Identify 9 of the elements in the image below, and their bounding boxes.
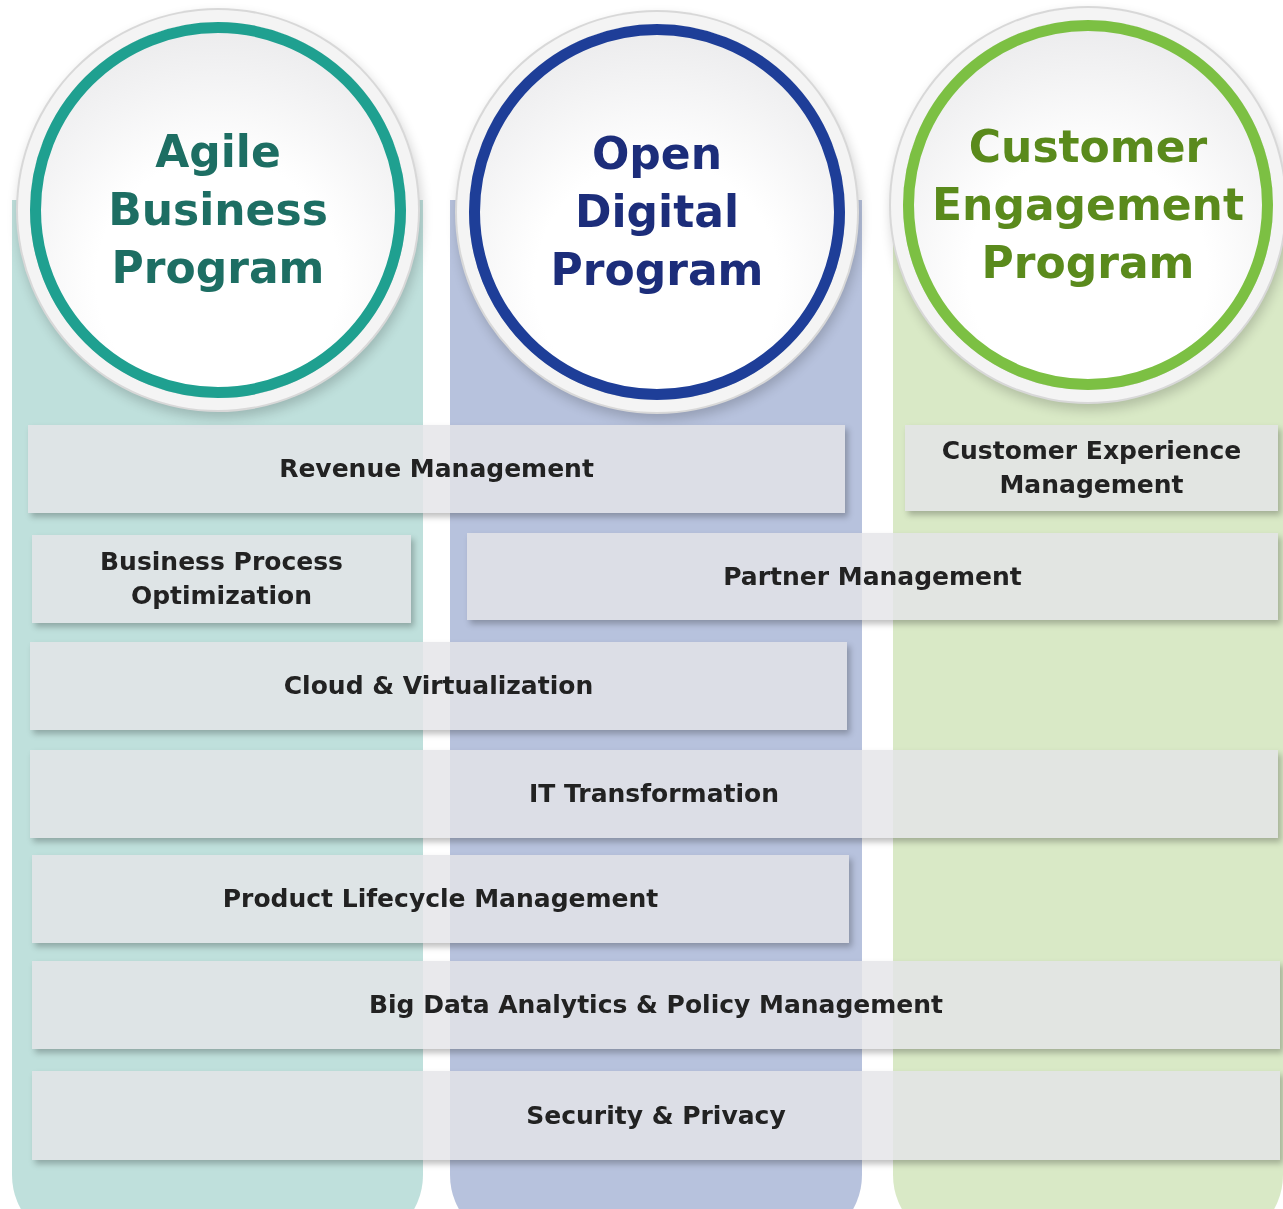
- capability-bar: Big Data Analytics & Policy Management: [32, 961, 1280, 1049]
- capability-bar: IT Transformation: [30, 750, 1278, 838]
- capability-bar: Product Lifecycle Management: [32, 855, 849, 943]
- capability-bar: Business Process Optimization: [32, 535, 411, 623]
- capability-bar: Revenue Management: [28, 425, 845, 513]
- capability-bar: Security & Privacy: [32, 1071, 1280, 1160]
- capability-bar: Cloud & Virtualization: [30, 642, 847, 730]
- capability-bar: Customer Experience Management: [905, 425, 1278, 511]
- capability-bar: Partner Management: [467, 533, 1278, 620]
